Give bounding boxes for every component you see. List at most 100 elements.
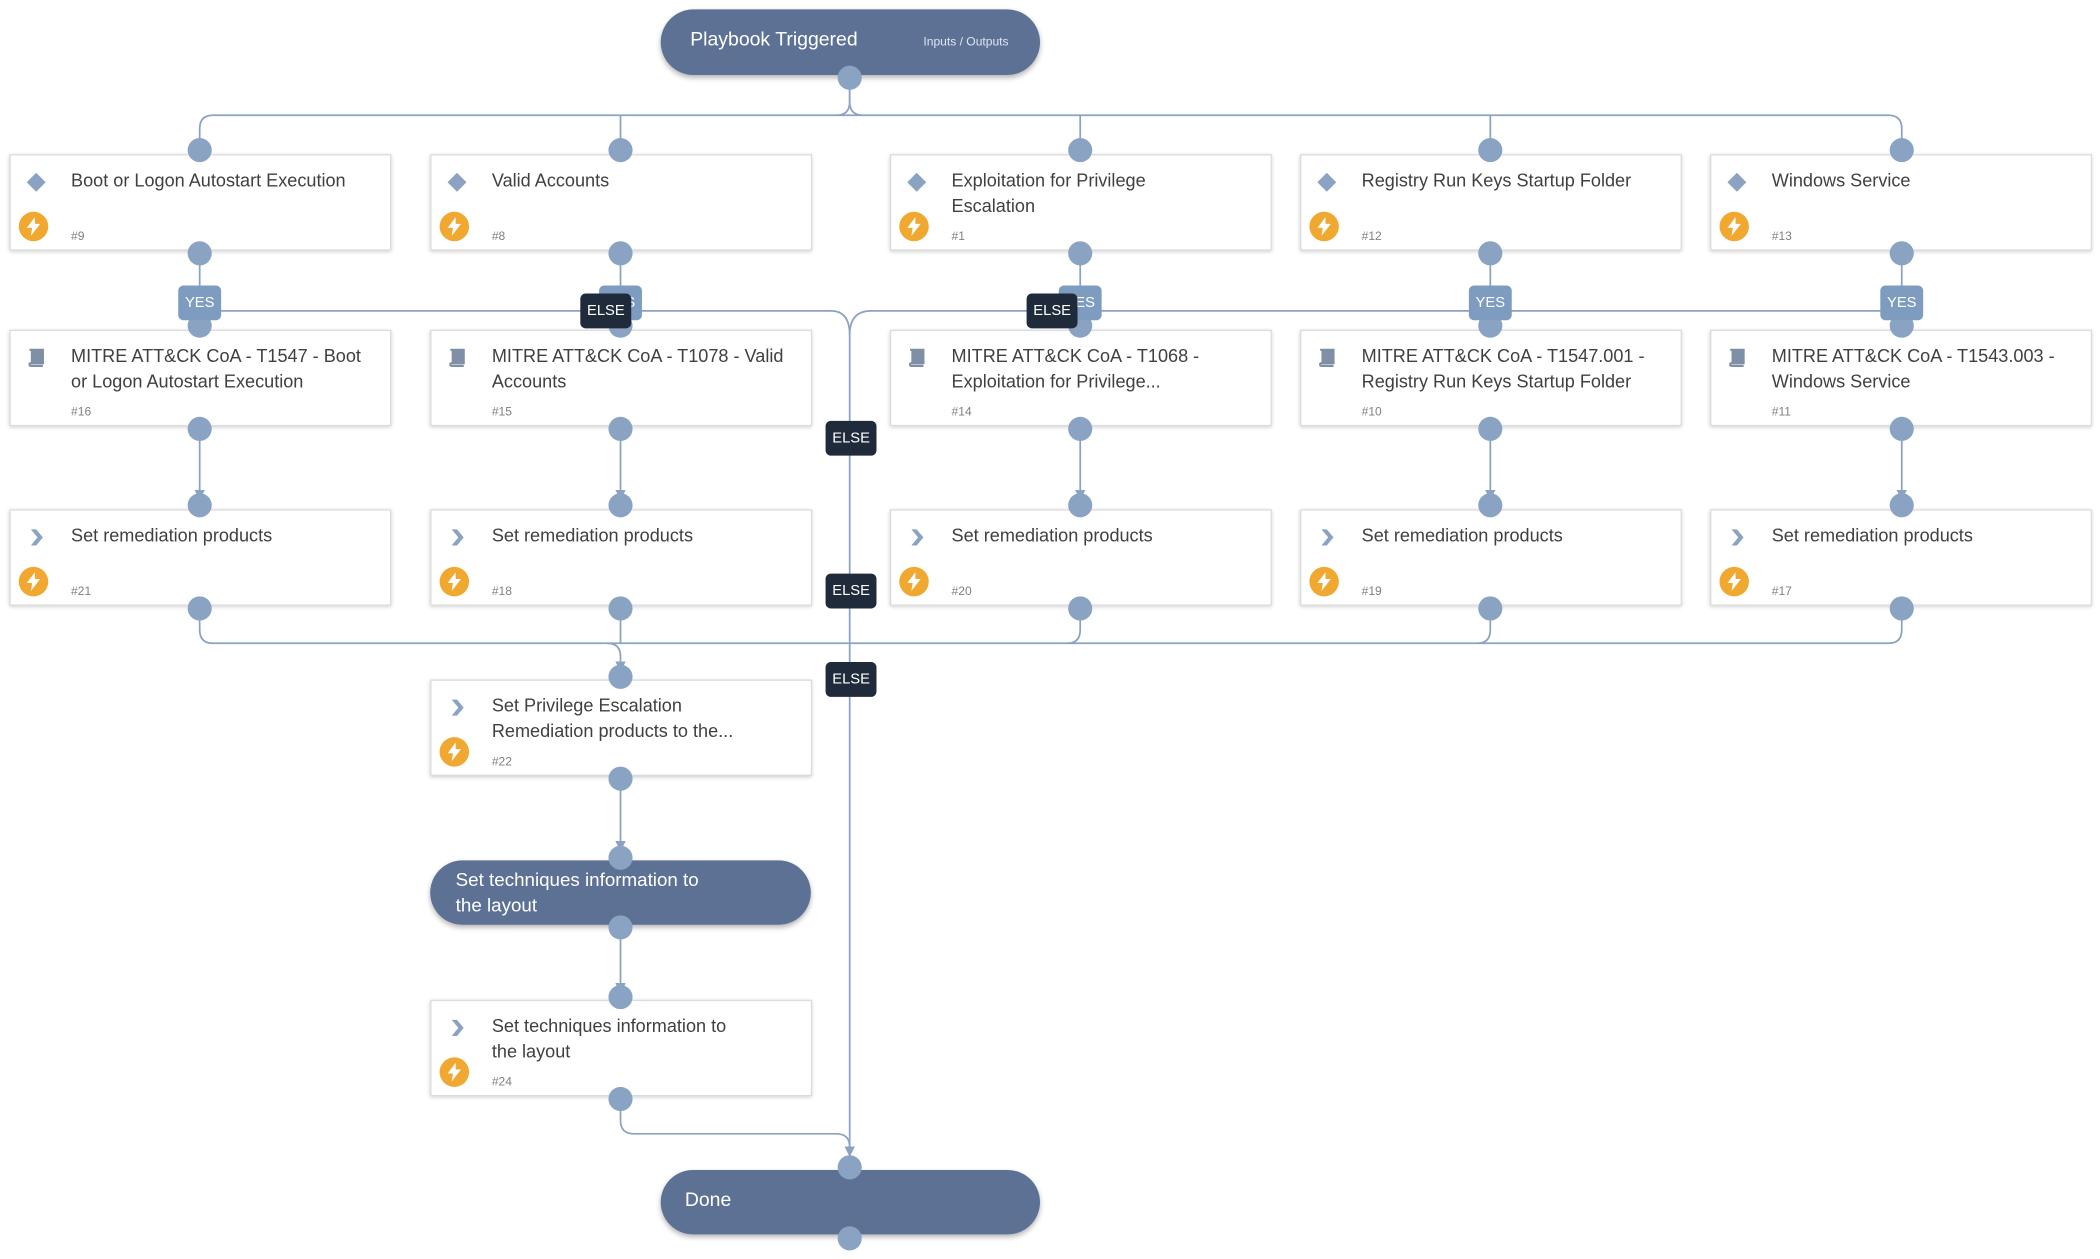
node-title: MITRE ATT&CK CoA - T1543.003 - Windows S… <box>1771 345 2055 392</box>
else-badge[interactable]: ELSE <box>825 662 877 697</box>
automation-node-20[interactable]: Set remediation products #20 <box>889 509 1272 606</box>
connector-dot[interactable] <box>1068 416 1093 441</box>
book-icon <box>449 348 465 367</box>
condition-node-13[interactable]: Windows Service #13 <box>1710 154 2093 251</box>
condition-node-9[interactable]: Boot or Logon Autostart Execution #9 <box>9 154 392 251</box>
playbook-node-11[interactable]: MITRE ATT&CK CoA - T1543.003 - Windows S… <box>1710 329 2093 427</box>
connector-dot[interactable] <box>608 596 633 621</box>
condition-icon <box>26 172 46 192</box>
book-icon <box>908 348 925 367</box>
node-id: #1 <box>951 229 965 243</box>
playbook-node-14[interactable]: MITRE ATT&CK CoA - T1068 - Exploitation … <box>889 329 1272 427</box>
connector-dot[interactable] <box>1889 493 1914 518</box>
connector-dot[interactable] <box>1478 241 1503 266</box>
connector-dot[interactable] <box>608 915 633 940</box>
connector-dot[interactable] <box>1068 493 1093 518</box>
connector-dot[interactable] <box>837 65 862 90</box>
connector-dot[interactable] <box>1889 596 1914 621</box>
bolt-icon <box>18 566 49 597</box>
condition-node-12[interactable]: Registry Run Keys Startup Folder #12 <box>1299 154 1682 251</box>
section-header-node[interactable]: Set techniques information to the layout <box>430 860 811 925</box>
bolt-icon <box>18 211 49 242</box>
bolt-icon <box>1309 211 1339 242</box>
playbook-node-10[interactable]: MITRE ATT&CK CoA - T1547.001 - Registry … <box>1299 329 1682 427</box>
connector-dot[interactable] <box>837 1226 862 1251</box>
connector-dot[interactable] <box>1068 596 1093 621</box>
start-node[interactable]: Playbook Triggered Inputs / Outputs <box>660 9 1040 76</box>
node-title: Set remediation products <box>71 525 273 546</box>
connector-dot[interactable] <box>187 241 212 266</box>
node-id: #21 <box>71 584 92 598</box>
node-title: Set Privilege Escalation Remediation pro… <box>491 695 734 742</box>
node-title: Registry Run Keys Startup Folder <box>1361 170 1632 191</box>
connector-dot[interactable] <box>1478 596 1503 621</box>
condition-node-1[interactable]: Exploitation for Privilege Escalation #1 <box>889 154 1272 251</box>
node-title: Exploitation for Privilege Escalation <box>951 170 1146 216</box>
automation-node-18[interactable]: Set remediation products #18 <box>430 509 813 606</box>
connector-dot[interactable] <box>1889 416 1914 441</box>
automation-node-24[interactable]: Set techniques information to the layout… <box>430 999 813 1097</box>
yes-badge[interactable]: YES <box>1468 285 1512 321</box>
connector-dot[interactable] <box>187 596 212 621</box>
connector-dot[interactable] <box>1068 138 1093 163</box>
connector-dot[interactable] <box>608 138 633 163</box>
node-title: Valid Accounts <box>491 170 610 191</box>
node-title: Set remediation products <box>1361 525 1563 546</box>
bolt-icon <box>439 566 470 597</box>
node-title: Set remediation products <box>951 525 1153 546</box>
else-badge[interactable]: ELSE <box>1026 293 1078 329</box>
connector-dot[interactable] <box>837 1155 862 1180</box>
else-badge[interactable]: ELSE <box>580 293 632 329</box>
connector-dot[interactable] <box>608 1086 633 1112</box>
connector-dot[interactable] <box>187 138 212 163</box>
connector-dot[interactable] <box>1478 493 1503 518</box>
playbook-node-15[interactable]: MITRE ATT&CK CoA - T1078 - Valid Account… <box>430 329 813 427</box>
automation-node-17[interactable]: Set remediation products #17 <box>1710 509 2093 606</box>
connector-dot[interactable] <box>187 493 212 518</box>
node-id: #15 <box>491 404 512 419</box>
condition-icon <box>1727 172 1747 192</box>
else-badge[interactable]: ELSE <box>825 420 877 456</box>
connector-dot[interactable] <box>608 241 633 266</box>
connector-dot[interactable] <box>608 493 633 518</box>
node-title: Set techniques information to the layout <box>491 1015 727 1062</box>
node-id: #22 <box>491 754 512 768</box>
connector-dot[interactable] <box>608 766 633 791</box>
node-id: #24 <box>491 1074 512 1089</box>
node-title: MITRE ATT&CK CoA - T1547 - Boot or Logon… <box>71 345 361 392</box>
node-id: #9 <box>71 229 85 243</box>
node-id: #14 <box>951 404 972 419</box>
edge-merge <box>198 611 1903 645</box>
bolt-icon <box>439 1057 470 1087</box>
connector-dot[interactable] <box>608 845 633 870</box>
book-icon <box>28 348 44 367</box>
chevron-right-icon <box>30 529 43 546</box>
bolt-icon <box>439 737 470 767</box>
automation-node-21[interactable]: Set remediation products #21 <box>9 509 392 606</box>
bolt-icon <box>899 211 929 242</box>
connector-dot[interactable] <box>608 985 633 1010</box>
connector-dot[interactable] <box>1889 241 1914 266</box>
connector-dot[interactable] <box>1889 138 1914 163</box>
connector-dot[interactable] <box>608 664 633 689</box>
playbook-node-16[interactable]: MITRE ATT&CK CoA - T1547 - Boot or Logon… <box>9 329 392 427</box>
yes-badge[interactable]: YES <box>178 285 222 321</box>
condition-node-8[interactable]: Valid Accounts #8 <box>430 154 813 251</box>
inputs-outputs-link[interactable]: Inputs / Outputs <box>923 34 1009 49</box>
node-title: Set remediation products <box>1771 525 1973 546</box>
connector-dot[interactable] <box>1478 416 1503 441</box>
node-id: #10 <box>1361 404 1382 419</box>
node-title: MITRE ATT&CK CoA - T1068 - Exploitation … <box>951 345 1200 392</box>
else-badge[interactable]: ELSE <box>825 573 877 609</box>
yes-badge[interactable]: YES <box>1880 285 1924 321</box>
connector-dot[interactable] <box>1478 138 1503 163</box>
connector-dot[interactable] <box>1068 241 1093 266</box>
done-node[interactable]: Done <box>660 1169 1040 1235</box>
chevron-right-icon <box>451 699 464 716</box>
connector-dot[interactable] <box>187 416 212 441</box>
automation-node-19[interactable]: Set remediation products #19 <box>1299 509 1682 606</box>
connector-dot[interactable] <box>608 416 633 441</box>
automation-node-22[interactable]: Set Privilege Escalation Remediation pro… <box>430 679 813 776</box>
condition-icon <box>447 172 467 192</box>
